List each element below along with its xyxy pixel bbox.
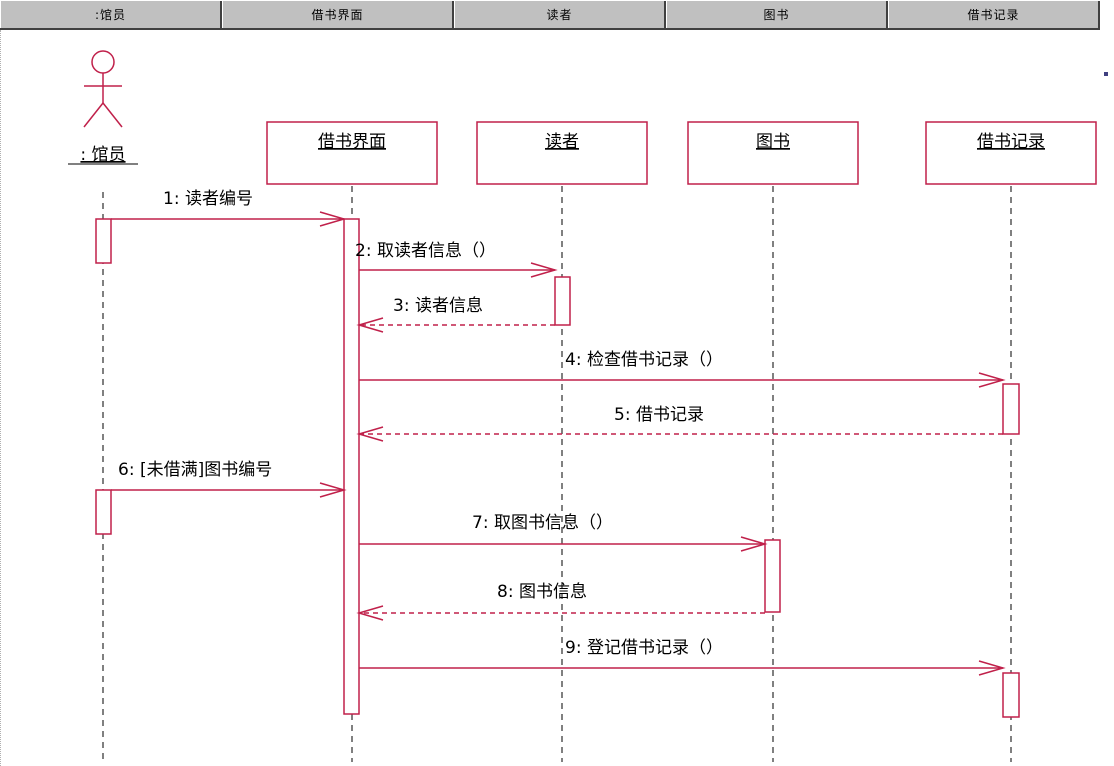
activation-librarian-2	[95, 489, 112, 535]
message-label-5: 5: 借书记录	[614, 405, 704, 425]
header-end-space	[1100, 0, 1114, 30]
edge-marker	[1104, 72, 1108, 76]
diagram-header-bar: :馆员 借书界面 读者 图书 借书记录	[0, 0, 1100, 30]
activation-book	[764, 539, 781, 613]
header-cell-borrow-ui[interactable]: 借书界面	[222, 1, 454, 28]
message-arrowhead-8	[356, 605, 384, 621]
message-label-7: 7: 取图书信息（）	[472, 513, 613, 533]
object-name-borrow-ui: 借书界面	[318, 132, 386, 152]
object-name-book: 图书	[756, 132, 790, 152]
message-arrowhead-3	[356, 317, 384, 333]
actor-left-leg	[83, 102, 104, 128]
message-arrowhead-7	[740, 536, 768, 552]
message-label-8: 8: 图书信息	[497, 582, 587, 602]
object-box-borrow-record[interactable]	[925, 121, 1097, 185]
message-label-1: 1: 读者编号	[163, 189, 253, 209]
message-label-6: 6: [未借满]图书编号	[118, 460, 272, 480]
actor-head	[91, 50, 115, 74]
message-label-4: 4: 检查借书记录（）	[565, 350, 723, 370]
activation-librarian-1	[95, 218, 112, 264]
activation-reader	[554, 276, 571, 326]
left-dotted-margin	[0, 30, 1, 766]
message-arrowhead-6	[319, 482, 347, 498]
object-name-borrow-record: 借书记录	[977, 132, 1045, 152]
actor-right-leg	[102, 102, 123, 128]
object-box-borrow-ui[interactable]	[266, 121, 438, 185]
activation-borrow-record-1	[1002, 383, 1020, 435]
activation-borrow-record-2	[1002, 672, 1020, 718]
actor-name: : 馆员	[80, 145, 125, 165]
header-cell-librarian[interactable]: :馆员	[0, 1, 222, 28]
object-name-reader: 读者	[545, 132, 579, 152]
message-arrowhead-9	[978, 660, 1006, 676]
object-box-reader[interactable]	[476, 121, 648, 185]
actor-librarian[interactable]	[83, 50, 123, 128]
header-cell-book[interactable]: 图书	[666, 1, 888, 28]
message-label-3: 3: 读者信息	[393, 296, 483, 316]
activation-borrow-ui	[343, 218, 360, 715]
object-box-book[interactable]	[687, 121, 859, 185]
message-label-9: 9: 登记借书记录（）	[565, 638, 723, 658]
header-cell-borrow-record[interactable]: 借书记录	[888, 1, 1100, 28]
message-label-2: 2: 取读者信息（）	[355, 241, 496, 261]
message-arrowhead-1	[319, 211, 347, 227]
message-arrowhead-5	[356, 426, 384, 442]
message-arrowhead-2	[530, 262, 558, 278]
message-arrowhead-4	[978, 372, 1006, 388]
header-cell-reader[interactable]: 读者	[454, 1, 666, 28]
